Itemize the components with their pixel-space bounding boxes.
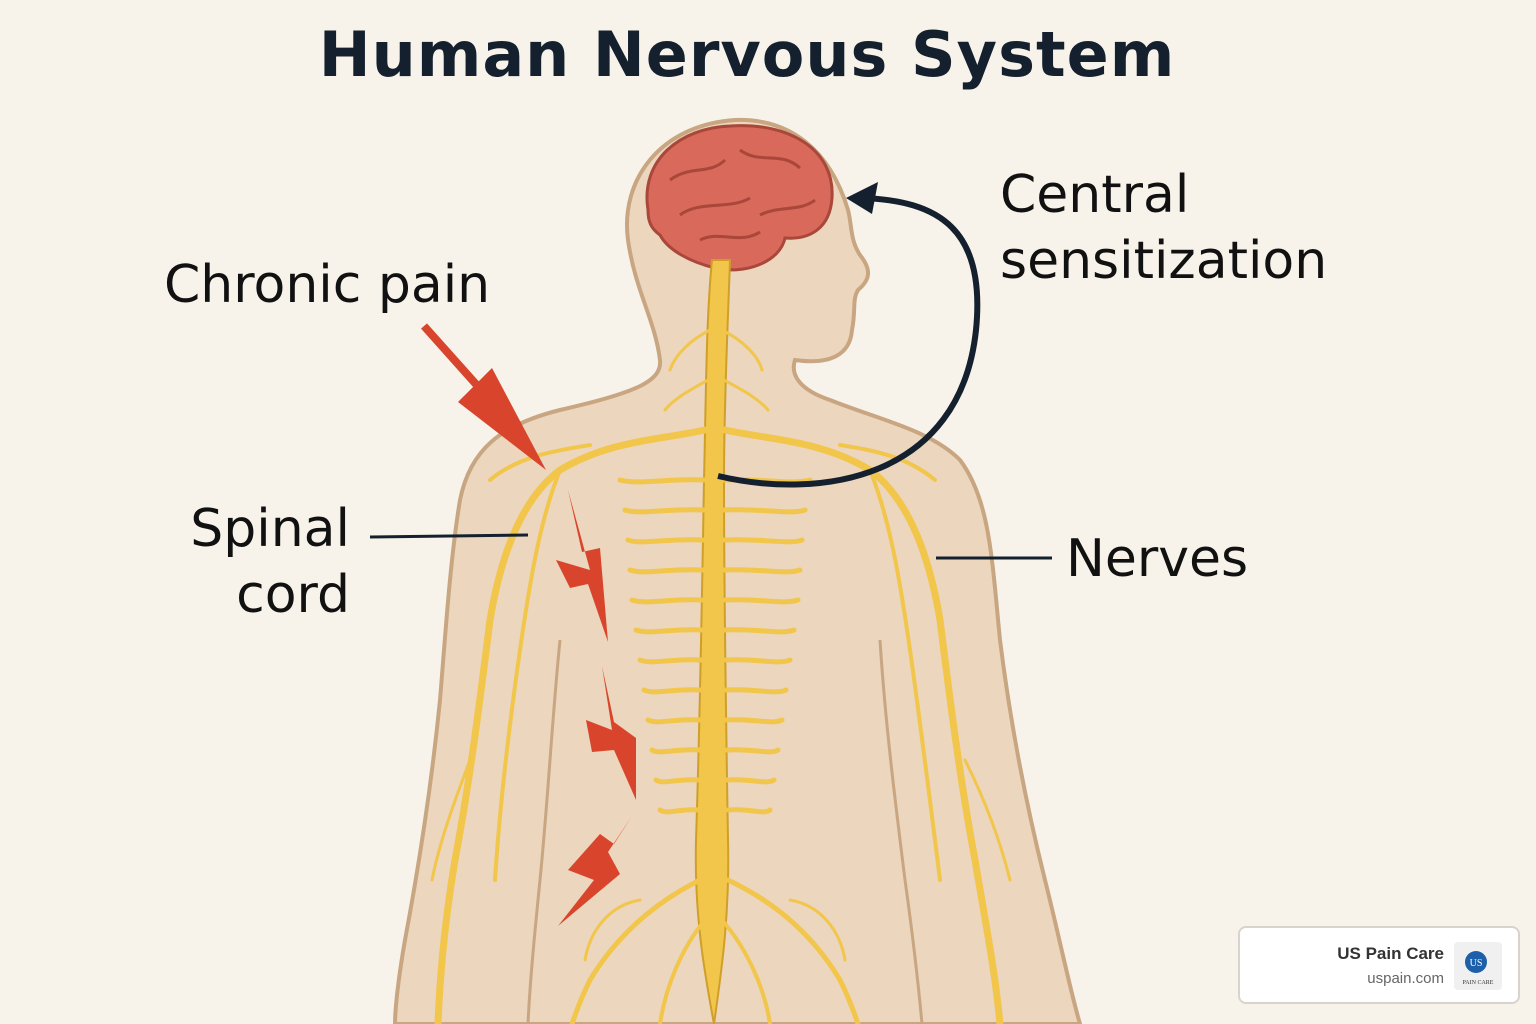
diagram-title: Human Nervous System xyxy=(318,18,1176,91)
central-sensitization-line1: Central xyxy=(1000,165,1190,225)
brand-name: US Pain Care xyxy=(1337,944,1444,963)
central-sensitization-line2: sensitization xyxy=(1000,231,1328,291)
central-sensitization-arrow xyxy=(717,182,981,488)
pain-bolt-icon xyxy=(586,666,636,800)
nerves-label: Nerves xyxy=(1066,529,1249,589)
pain-bolt-icon xyxy=(558,816,632,926)
spinal-cord-leader-line xyxy=(369,533,529,539)
spinal-cord-line1: Spinal xyxy=(190,499,350,559)
brand-logo-letters: US xyxy=(1470,958,1483,969)
spinal-cord-label: Spinal cord xyxy=(150,496,350,628)
right-arm-edge xyxy=(878,639,924,1024)
pain-bolt-icon xyxy=(556,490,608,642)
brand-watermark: US Pain Care uspain.com US PAIN CARE xyxy=(1238,926,1520,1004)
brand-url: uspain.com xyxy=(1367,970,1444,987)
brand-logo-icon: US PAIN CARE xyxy=(1454,942,1502,990)
chronic-pain-label: Chronic pain xyxy=(164,255,491,315)
spinal-cord-line2: cord xyxy=(236,565,350,625)
pain-bolt-icons xyxy=(556,490,636,926)
brain-icon xyxy=(645,124,834,272)
left-arm-edge xyxy=(526,639,562,1024)
chronic-pain-arrow xyxy=(421,323,546,470)
nerve-network xyxy=(430,328,1012,1024)
brand-logo-caption: PAIN CARE xyxy=(1463,980,1494,986)
central-sensitization-label: Central sensitization xyxy=(1000,162,1327,294)
